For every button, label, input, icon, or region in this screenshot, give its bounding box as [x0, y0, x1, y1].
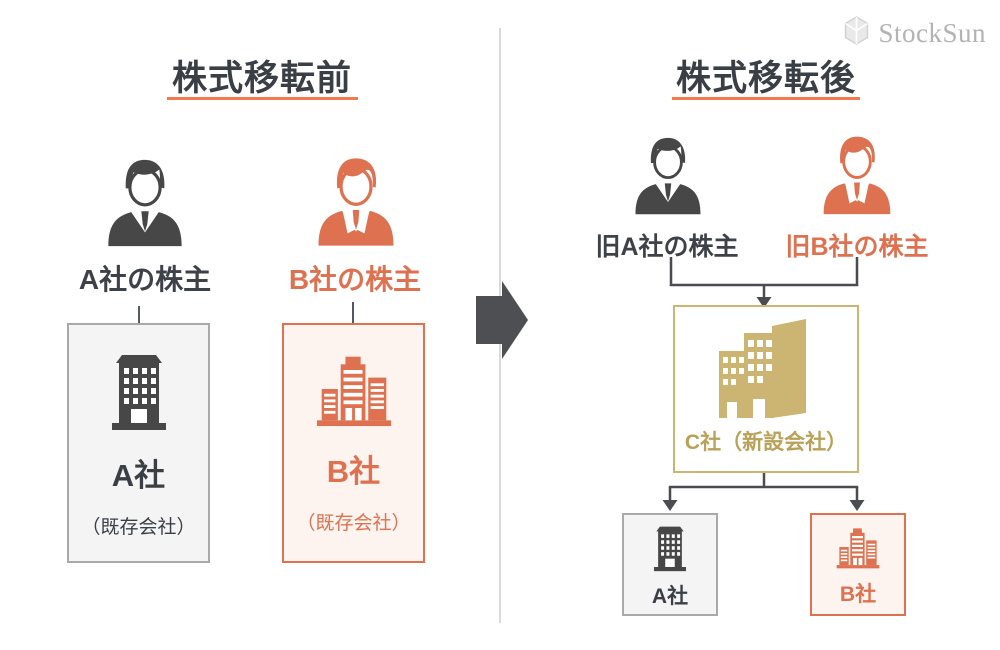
gold-buildings-icon	[705, 317, 827, 424]
shareholder-a-label: A社の株主	[78, 264, 212, 295]
company-note: （既存会社）	[296, 513, 411, 534]
office-building-icon	[107, 351, 171, 436]
logo-text: StockSun	[878, 17, 986, 48]
office-building-icon	[651, 524, 689, 577]
city-buildings-icon	[835, 524, 881, 575]
stocksun-logo: StockSun	[844, 16, 986, 50]
title-underline	[167, 97, 358, 100]
title-underline	[672, 97, 860, 100]
subsidiary-a-box: A社	[622, 513, 718, 616]
company-b-box: B社 （既存会社）	[282, 323, 425, 563]
subsidiary-b-box: B社	[810, 513, 906, 616]
section-title-after: 株式移転後	[675, 59, 856, 98]
city-buildings-icon	[314, 351, 394, 432]
new-company-label: C社（新設会社）	[684, 431, 848, 454]
shareholder-b-label: B社の株主	[288, 264, 422, 295]
transform-arrow-icon	[474, 279, 530, 366]
company-name: A社	[111, 458, 166, 493]
company-name: B社	[326, 454, 381, 489]
businessman-icon	[311, 153, 401, 250]
businessman-icon	[101, 156, 189, 250]
connector-line	[138, 306, 140, 324]
shareholder-b-label: 旧B社の株主	[785, 233, 929, 261]
new-company-box: C社（新設会社）	[673, 305, 859, 473]
connector-line	[352, 302, 354, 324]
shareholder-a-label: 旧A社の株主	[595, 233, 739, 261]
company-note: （既存会社）	[81, 517, 196, 538]
company-a-box: A社 （既存会社）	[67, 323, 210, 563]
businessman-icon	[817, 132, 897, 218]
businessman-icon	[629, 134, 707, 218]
cube-icon	[844, 16, 869, 50]
subsidiary-name: B社	[839, 583, 877, 606]
section-title-before: 株式移転前	[171, 59, 352, 98]
subsidiary-name: A社	[651, 585, 689, 608]
